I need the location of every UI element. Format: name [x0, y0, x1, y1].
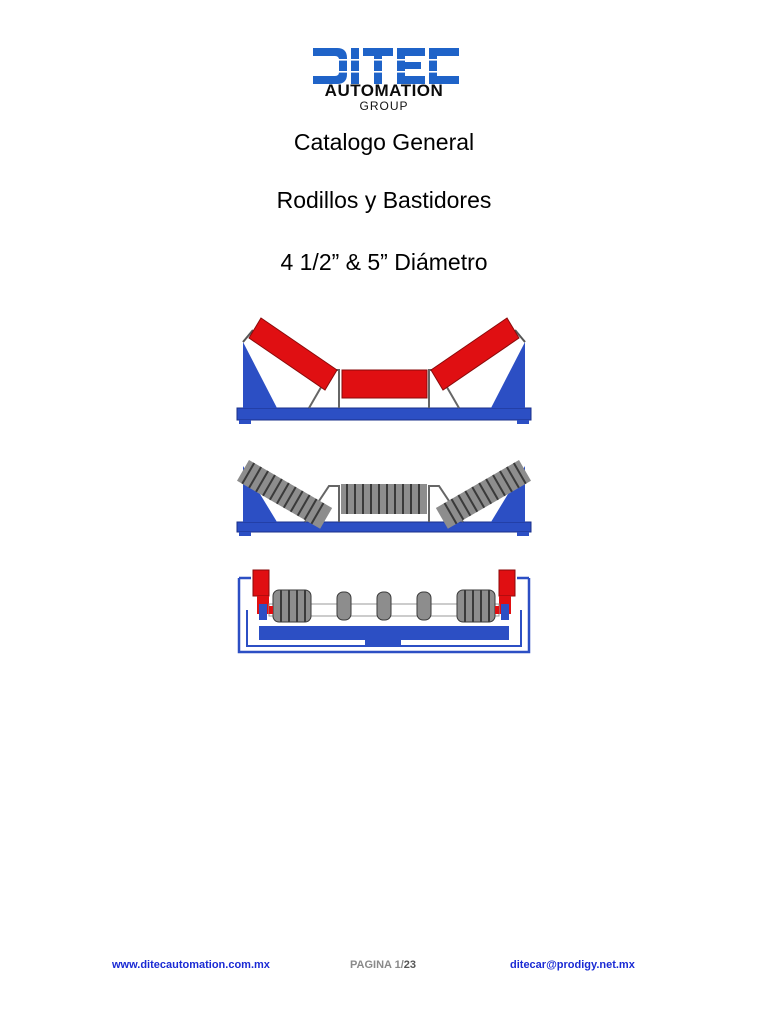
catalog-title: Catalogo General	[293, 129, 475, 155]
page-label: PAGINA 1/	[350, 959, 404, 971]
catalog-subtitle: Rodillos y Bastidores	[276, 187, 492, 213]
footer-page-number: PAGINA 1/23	[350, 959, 416, 971]
ditec-logo-icon	[311, 48, 461, 84]
logo-group-text: GROUP	[359, 99, 409, 113]
footer-website-link[interactable]: www.ditecautomation.com.mx	[112, 959, 270, 971]
return-idler-figure	[237, 569, 531, 654]
ditec-logo: AUTOMATION GROUP	[303, 48, 465, 114]
logo-automation-text: AUTOMATION	[324, 81, 444, 100]
impact-idler-figure	[236, 460, 532, 536]
troughing-idler-figure	[236, 317, 532, 424]
diameter-title: 4 1/2” & 5” Diámetro	[280, 249, 488, 275]
page-total: 23	[403, 959, 417, 971]
footer-email-link[interactable]: ditecar@prodigy.net.mx	[510, 959, 635, 971]
